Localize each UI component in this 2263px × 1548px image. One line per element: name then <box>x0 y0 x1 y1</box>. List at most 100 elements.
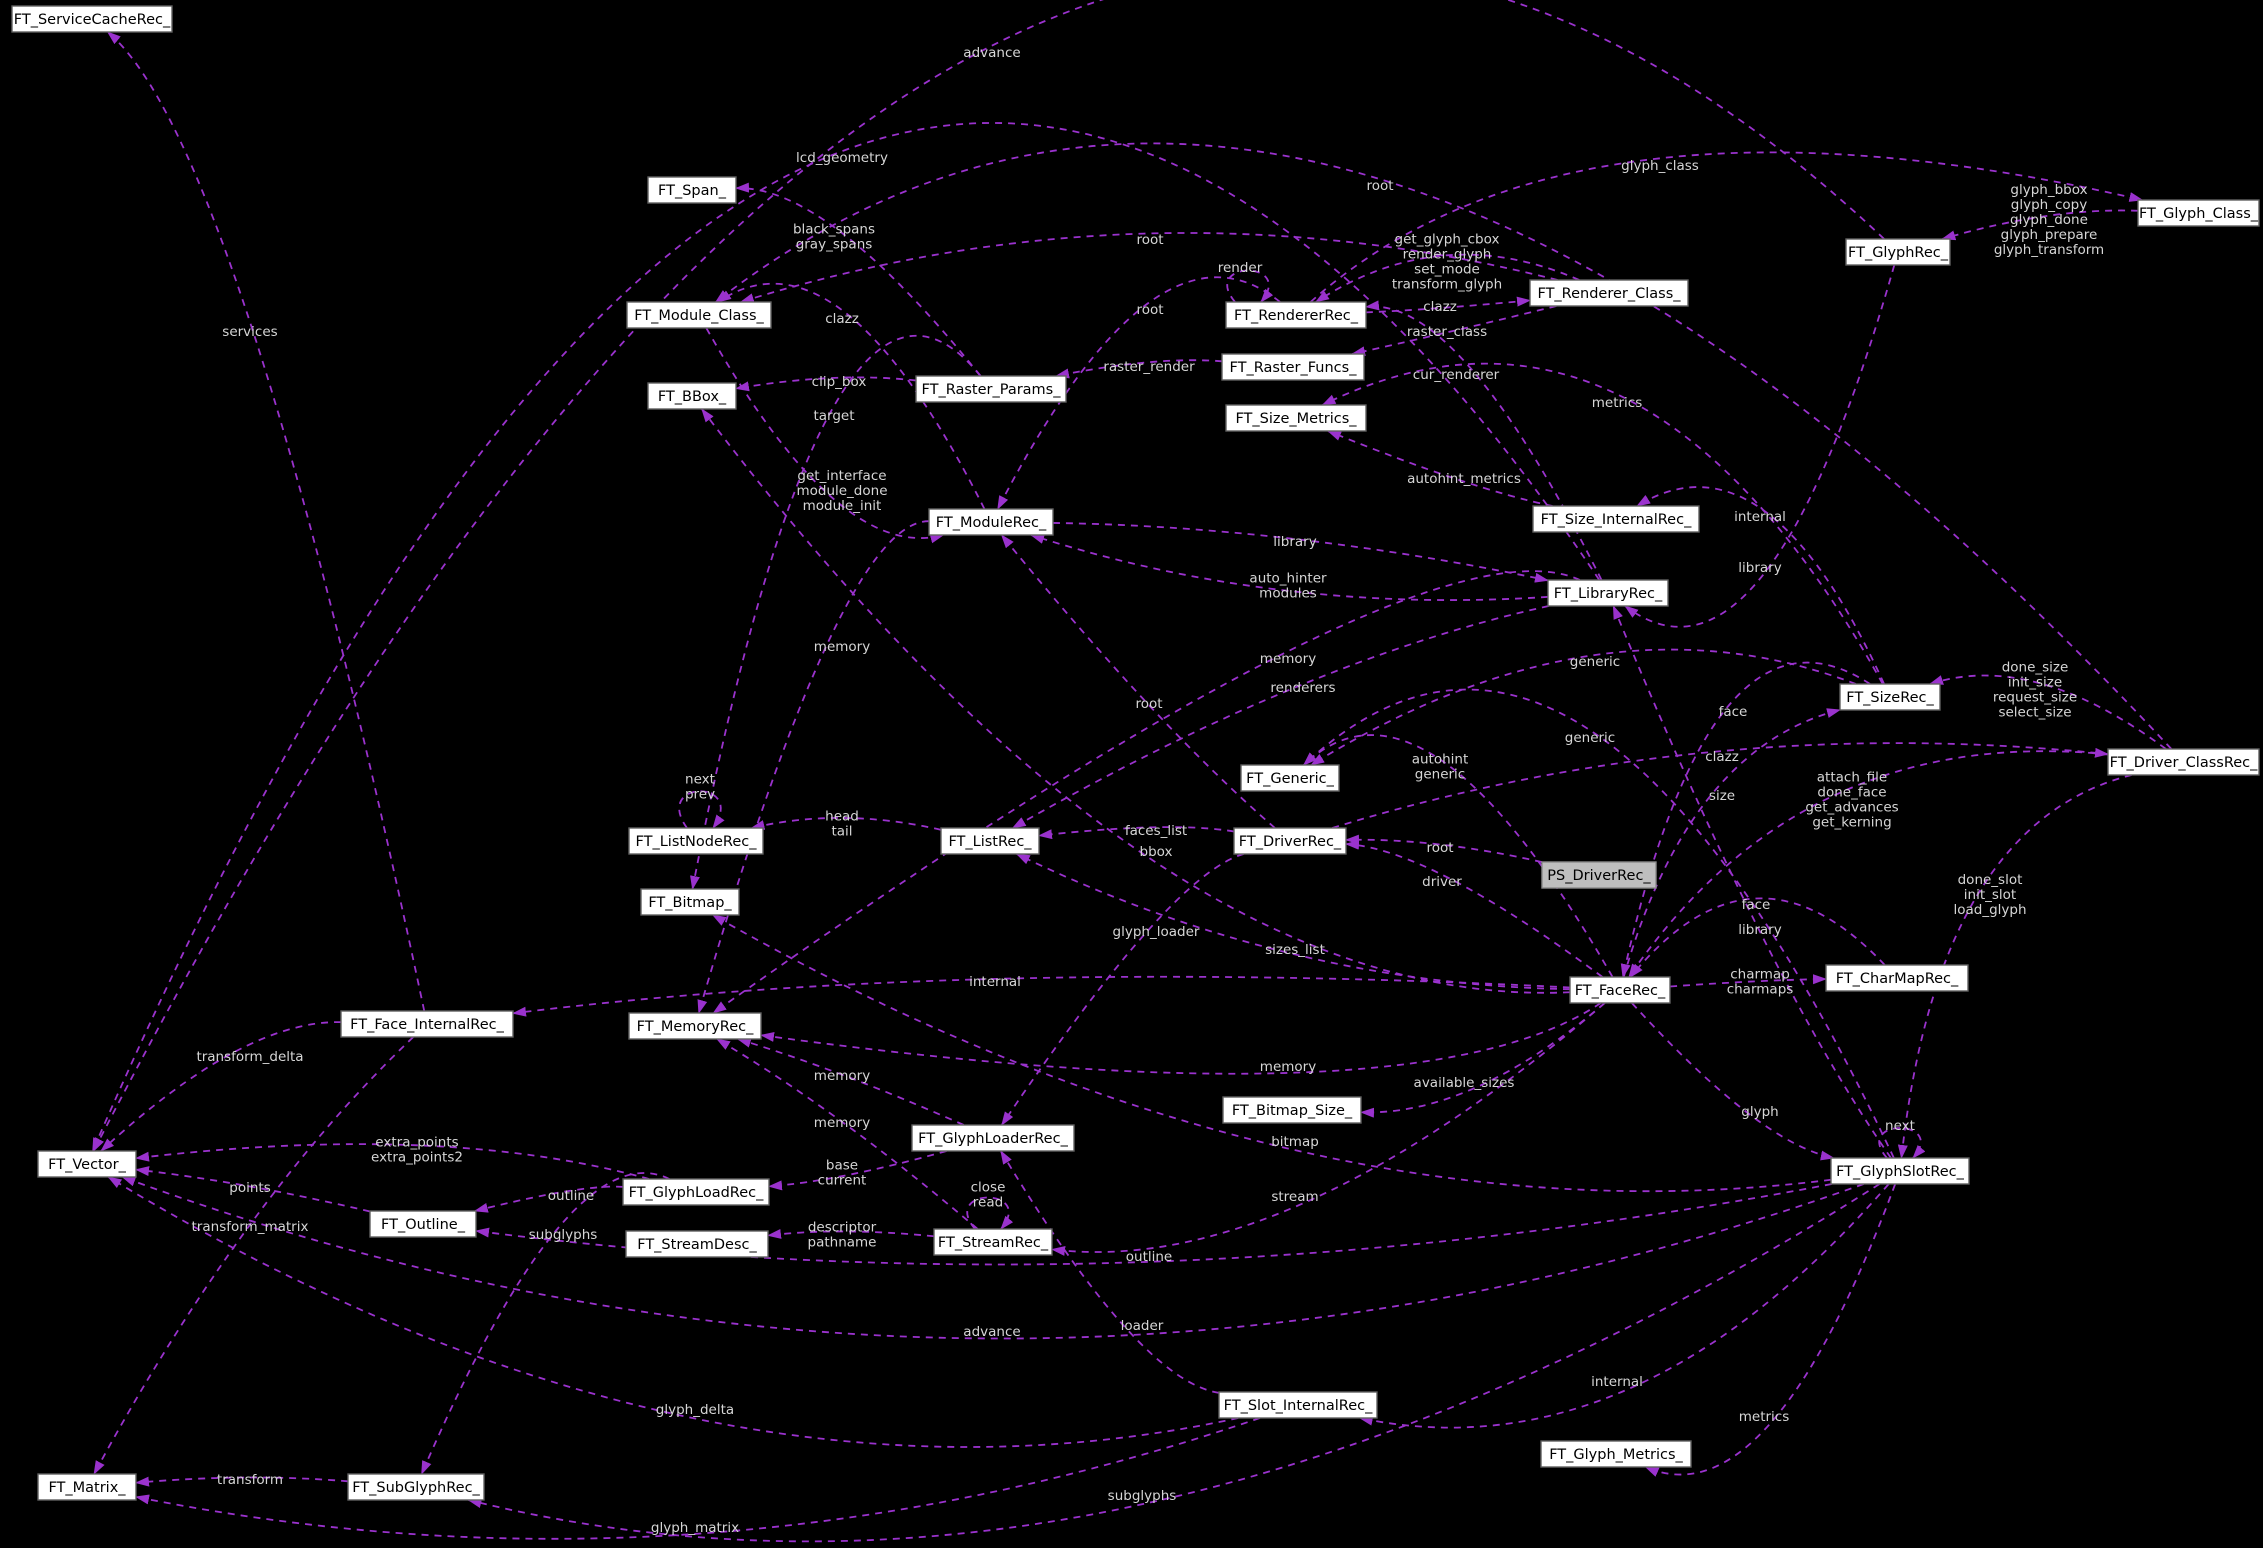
edge-label-root: root <box>1136 232 1163 248</box>
edge-label-glyph_matrix: glyph_matrix <box>651 1520 739 1536</box>
node-FT_ListNodeRec_[interactable]: FT_ListNodeRec_ <box>628 827 764 855</box>
edge-FT_Renderer_Class_-FT_Raster_Funcs_ <box>1351 305 1557 357</box>
node-FT_StreamRec_[interactable]: FT_StreamRec_ <box>933 1228 1053 1256</box>
edge-label-memory: memory <box>1260 651 1316 667</box>
edge-FT_CharMapRec_-FT_FaceRec_ <box>1629 897 1886 978</box>
node-FT_Bitmap_[interactable]: FT_Bitmap_ <box>640 888 740 916</box>
node-FT_GlyphRec_[interactable]: FT_GlyphRec_ <box>1845 238 1951 266</box>
edge-label-clip_box: clip_box <box>812 374 867 390</box>
edge-FT_Face_InternalRec_-FT_Matrix_ <box>93 1036 414 1475</box>
node-FT_Glyph_Metrics_[interactable]: FT_Glyph_Metrics_ <box>1540 1440 1692 1468</box>
node-FT_Face_InternalRec_[interactable]: FT_Face_InternalRec_ <box>340 1010 514 1038</box>
edge-label-loader: loader <box>1121 1318 1164 1334</box>
node-FT_StreamDesc_[interactable]: FT_StreamDesc_ <box>625 1230 769 1258</box>
edge-label-memory: memory <box>814 1068 870 1084</box>
node-FT_DriverRec_[interactable]: FT_DriverRec_ <box>1233 827 1347 855</box>
node-FT_Generic_[interactable]: FT_Generic_ <box>1240 764 1340 792</box>
node-label: FT_Generic_ <box>1246 771 1334 787</box>
edge-label-cur_renderer: cur_renderer <box>1413 367 1500 383</box>
edge-label-metrics: metrics <box>1592 395 1643 411</box>
edge-label-bbox: bbox <box>1140 844 1173 860</box>
edge-FT_FaceRec_-FT_StreamRec_ <box>1051 1002 1606 1256</box>
node-FT_BBox_[interactable]: FT_BBox_ <box>647 382 737 410</box>
edge-FT_RendererRec_-FT_Glyph_Class_ <box>1309 151 2144 303</box>
node-label: FT_Glyph_Metrics_ <box>1549 1447 1683 1463</box>
node-label: FT_GlyphRec_ <box>1848 245 1949 261</box>
node-label: FT_Glyph_Class_ <box>2139 206 2259 222</box>
node-FT_Slot_InternalRec_[interactable]: FT_Slot_InternalRec_ <box>1218 1391 1378 1419</box>
node-FT_Raster_Funcs_[interactable]: FT_Raster_Funcs_ <box>1221 353 1365 381</box>
edge-FT_Slot_InternalRec_-FT_Matrix_ <box>135 1417 1261 1540</box>
edge-label-sizes_list: sizes_list <box>1265 942 1325 958</box>
node-FT_SubGlyphRec_[interactable]: FT_SubGlyphRec_ <box>347 1473 485 1501</box>
edge-FT_SizeRec_-FT_Size_InternalRec_ <box>1636 486 1885 685</box>
node-FT_Raster_Params_[interactable]: FT_Raster_Params_ <box>915 375 1067 403</box>
node-FT_Bitmap_Size_[interactable]: FT_Bitmap_Size_ <box>1222 1096 1362 1124</box>
edge-label-outline: outline <box>548 1188 594 1204</box>
node-FT_SizeRec_[interactable]: FT_SizeRec_ <box>1839 683 1941 711</box>
node-FT_Glyph_Class_[interactable]: FT_Glyph_Class_ <box>2137 199 2260 227</box>
node-FT_MemoryRec_[interactable]: FT_MemoryRec_ <box>628 1012 762 1040</box>
node-label: FT_Raster_Params_ <box>922 382 1062 398</box>
node-PS_DriverRec_[interactable]: PS_DriverRec_ <box>1541 861 1657 889</box>
edge-FT_FaceRec_-FT_MemoryRec_ <box>760 1002 1602 1075</box>
edge-FT_Driver_ClassRec_-FT_FaceRec_ <box>1628 750 2109 978</box>
node-FT_Matrix_[interactable]: FT_Matrix_ <box>37 1473 137 1501</box>
edge-FT_GlyphSlotRec_-FT_Vector_ <box>121 1176 1864 1340</box>
node-FT_FaceRec_[interactable]: FT_FaceRec_ <box>1569 976 1671 1004</box>
node-FT_ModuleRec_[interactable]: FT_ModuleRec_ <box>928 508 1054 536</box>
edge-label-bitmap: bitmap <box>1271 1134 1319 1150</box>
node-FT_Size_InternalRec_[interactable]: FT_Size_InternalRec_ <box>1532 505 1700 533</box>
edge-FT_Raster_Funcs_-FT_Raster_Params_ <box>1055 359 1223 379</box>
edge-label-transform: transform <box>217 1472 283 1488</box>
node-FT_Driver_ClassRec_[interactable]: FT_Driver_ClassRec_ <box>2107 748 2260 776</box>
node-FT_GlyphSlotRec_[interactable]: FT_GlyphSlotRec_ <box>1830 1157 1970 1185</box>
node-FT_Vector_[interactable]: FT_Vector_ <box>37 1150 137 1178</box>
edge-label-outline: outline <box>1126 1249 1172 1265</box>
edge-FT_FaceRec_-FT_Face_InternalRec_ <box>512 975 1571 1017</box>
edge-FT_SubGlyphRec_-FT_Matrix_ <box>135 1476 349 1487</box>
node-label: FT_DriverRec_ <box>1239 834 1342 850</box>
edge-label-memory: memory <box>1260 1059 1316 1075</box>
node-label: FT_SubGlyphRec_ <box>352 1480 480 1496</box>
node-FT_Renderer_Class_[interactable]: FT_Renderer_Class_ <box>1529 279 1689 307</box>
edge-FT_GlyphSlotRec_-FT_LibraryRec_ <box>1612 605 1892 1159</box>
node-FT_RendererRec_[interactable]: FT_RendererRec_ <box>1225 301 1367 329</box>
edge-FT_Renderer_Class_-FT_Module_Class_ <box>739 232 1558 303</box>
node-label: FT_Slot_InternalRec_ <box>1224 1398 1373 1414</box>
edge-label-subglyphs: subglyphs <box>529 1227 598 1243</box>
node-FT_LibraryRec_[interactable]: FT_LibraryRec_ <box>1547 579 1669 607</box>
edge-FT_LibraryRec_-FT_Vector_ <box>91 122 1601 1152</box>
edge-label-advance: advance <box>963 1324 1020 1340</box>
node-FT_Span_[interactable]: FT_Span_ <box>647 176 737 204</box>
node-label: FT_CharMapRec_ <box>1836 971 1959 987</box>
edge-FT_FaceRec_-FT_Bitmap_Size_ <box>1360 1002 1606 1118</box>
node-FT_ListRec_[interactable]: FT_ListRec_ <box>940 827 1040 855</box>
edge-FT_RendererRec_-FT_ModuleRec_ <box>996 276 1281 510</box>
edge-FT_Face_InternalRec_-FT_Vector_ <box>100 1021 342 1152</box>
edge-FT_GlyphSlotRec_-FT_Slot_InternalRec_ <box>1358 1183 1890 1429</box>
edge-label-raster_class: raster_class <box>1407 324 1487 340</box>
node-FT_Module_Class_[interactable]: FT_Module_Class_ <box>626 301 772 329</box>
node-FT_GlyphLoadRec_[interactable]: FT_GlyphLoadRec_ <box>622 1178 770 1206</box>
edge-FT_LibraryRec_-FT_RendererRec_ <box>1365 300 1603 581</box>
edge-FT_FaceRec_-FT_GlyphSlotRec_ <box>1631 1002 1835 1161</box>
node-FT_GlyphLoaderRec_[interactable]: FT_GlyphLoaderRec_ <box>911 1124 1075 1152</box>
node-FT_ServiceCacheRec_[interactable]: FT_ServiceCacheRec_ <box>11 5 173 33</box>
node-label: FT_StreamDesc_ <box>637 1237 757 1253</box>
node-FT_CharMapRec_[interactable]: FT_CharMapRec_ <box>1825 964 1969 992</box>
node-label: FT_ListNodeRec_ <box>636 834 758 850</box>
edge-FT_Slot_InternalRec_-FT_Vector_ <box>107 1176 1239 1448</box>
node-label: FT_Span_ <box>658 183 727 199</box>
node-label: FT_Matrix_ <box>48 1480 126 1496</box>
edge-FT_StreamRec_-FT_MemoryRec_ <box>716 1038 979 1230</box>
node-FT_Outline_[interactable]: FT_Outline_ <box>369 1210 477 1238</box>
node-FT_Size_Metrics_[interactable]: FT_Size_Metrics_ <box>1225 404 1367 432</box>
